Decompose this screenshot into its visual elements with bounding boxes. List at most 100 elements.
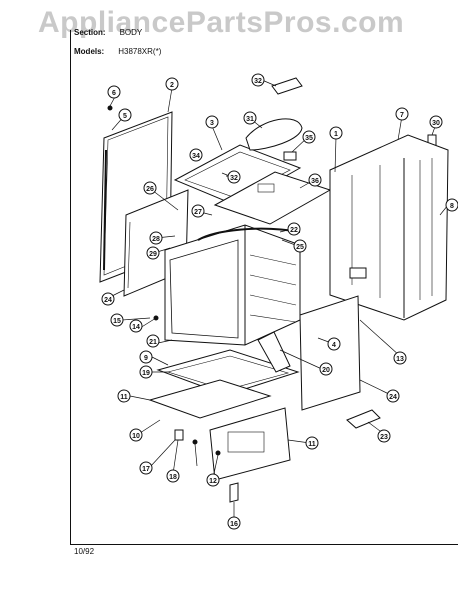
callout-12: 12 <box>206 473 220 487</box>
svg-text:27: 27 <box>194 209 202 216</box>
svg-text:36: 36 <box>311 178 319 185</box>
callout-6: 6 <box>107 85 121 99</box>
svg-text:24: 24 <box>389 394 397 401</box>
screw-12 <box>215 450 221 456</box>
svg-text:3: 3 <box>210 120 214 127</box>
callout-14: 14 <box>129 319 143 333</box>
callout-8: 8 <box>445 198 458 212</box>
svg-text:31: 31 <box>246 116 254 123</box>
svg-text:1: 1 <box>334 131 338 138</box>
callout-23: 23 <box>377 429 391 443</box>
models-header: Models: H3878XR(*) <box>74 47 161 56</box>
callout-15: 15 <box>110 313 124 327</box>
svg-text:14: 14 <box>132 324 140 331</box>
screw-6 <box>107 105 113 111</box>
svg-text:32: 32 <box>254 78 262 85</box>
clip-part <box>283 151 297 161</box>
watermark: AppliancePartsPros.com <box>38 6 405 39</box>
svg-text:11: 11 <box>120 394 128 401</box>
callout-26: 26 <box>143 181 157 195</box>
svg-text:28: 28 <box>152 236 160 243</box>
svg-text:8: 8 <box>450 203 454 210</box>
svg-text:13: 13 <box>396 356 404 363</box>
svg-text:23: 23 <box>380 434 388 441</box>
callout-35: 35 <box>302 130 316 144</box>
svg-text:5: 5 <box>123 113 127 120</box>
callout-3: 3 <box>205 115 219 129</box>
callout-24-right: 24 <box>386 389 400 403</box>
callout-18: 18 <box>166 469 180 483</box>
callout-30: 30 <box>429 115 443 129</box>
callout-5: 5 <box>118 108 132 122</box>
callout-32-mid: 32 <box>227 170 241 184</box>
callout-25: 25 <box>293 239 307 253</box>
svg-text:15: 15 <box>113 318 121 325</box>
callout-9: 9 <box>139 350 153 364</box>
callout-13: 13 <box>393 351 407 365</box>
callout-19: 19 <box>139 365 153 379</box>
frame-bottom-rule <box>70 544 458 545</box>
callout-34: 34 <box>189 148 203 162</box>
vent-13 <box>349 267 367 279</box>
bracket-23 <box>346 409 381 429</box>
screw-part <box>192 439 198 445</box>
callout-24-left: 24 <box>101 292 115 306</box>
section-label: Section: <box>74 28 106 37</box>
svg-text:24: 24 <box>104 297 112 304</box>
callout-21: 21 <box>146 334 160 348</box>
svg-text:11: 11 <box>308 441 316 448</box>
bracket-18 <box>174 429 184 441</box>
callout-10: 10 <box>129 428 143 442</box>
date-code: 10/92 <box>74 547 95 556</box>
callout-22: 22 <box>287 222 301 236</box>
insulation-blanket <box>245 118 303 151</box>
callout-20: 20 <box>319 362 333 376</box>
callout-32-top: 32 <box>251 73 265 87</box>
svg-text:6: 6 <box>112 90 116 97</box>
frame-left-rule <box>70 30 71 545</box>
section-value: BODY <box>119 28 143 37</box>
svg-text:2: 2 <box>170 82 174 89</box>
svg-text:29: 29 <box>149 251 157 258</box>
svg-text:25: 25 <box>296 244 304 251</box>
leveling-leg-16 <box>229 482 239 503</box>
svg-text:16: 16 <box>230 521 238 528</box>
callout-11-right: 11 <box>305 436 319 450</box>
callout-11-left: 11 <box>117 389 131 403</box>
svg-text:20: 20 <box>322 367 330 374</box>
callout-16: 16 <box>227 516 241 530</box>
callout-36: 36 <box>308 173 322 187</box>
callout-31: 31 <box>243 111 257 125</box>
svg-text:26: 26 <box>146 186 154 193</box>
hinge-20 <box>257 331 291 373</box>
svg-text:34: 34 <box>192 153 200 160</box>
svg-text:9: 9 <box>144 355 148 362</box>
svg-text:19: 19 <box>142 370 150 377</box>
models-value: H3878XR(*) <box>118 47 162 56</box>
leader-lines <box>107 79 449 521</box>
svg-text:7: 7 <box>400 112 404 119</box>
svg-text:30: 30 <box>432 120 440 127</box>
callout-1: 1 <box>329 126 343 140</box>
drawer-front-frame <box>148 379 291 481</box>
svg-text:12: 12 <box>209 478 217 485</box>
callout-28: 28 <box>149 231 163 245</box>
callout-4: 4 <box>327 337 341 351</box>
callout-7: 7 <box>395 107 409 121</box>
svg-text:17: 17 <box>142 466 150 473</box>
svg-text:18: 18 <box>169 474 177 481</box>
section-header: Section: BODY <box>74 28 142 37</box>
svg-text:32: 32 <box>230 175 238 182</box>
top-bracket <box>271 77 303 95</box>
callout-29: 29 <box>146 246 160 260</box>
callout-27: 27 <box>191 204 205 218</box>
svg-text:4: 4 <box>332 342 336 349</box>
right-side-panel <box>299 295 361 411</box>
models-label: Models: <box>74 47 105 56</box>
svg-text:35: 35 <box>305 135 313 142</box>
callout-labels: 1 2 3 4 5 6 7 8 9 10 11 11 12 13 14 15 1… <box>101 73 458 530</box>
rear-panel <box>329 134 449 321</box>
svg-text:22: 22 <box>290 227 298 234</box>
